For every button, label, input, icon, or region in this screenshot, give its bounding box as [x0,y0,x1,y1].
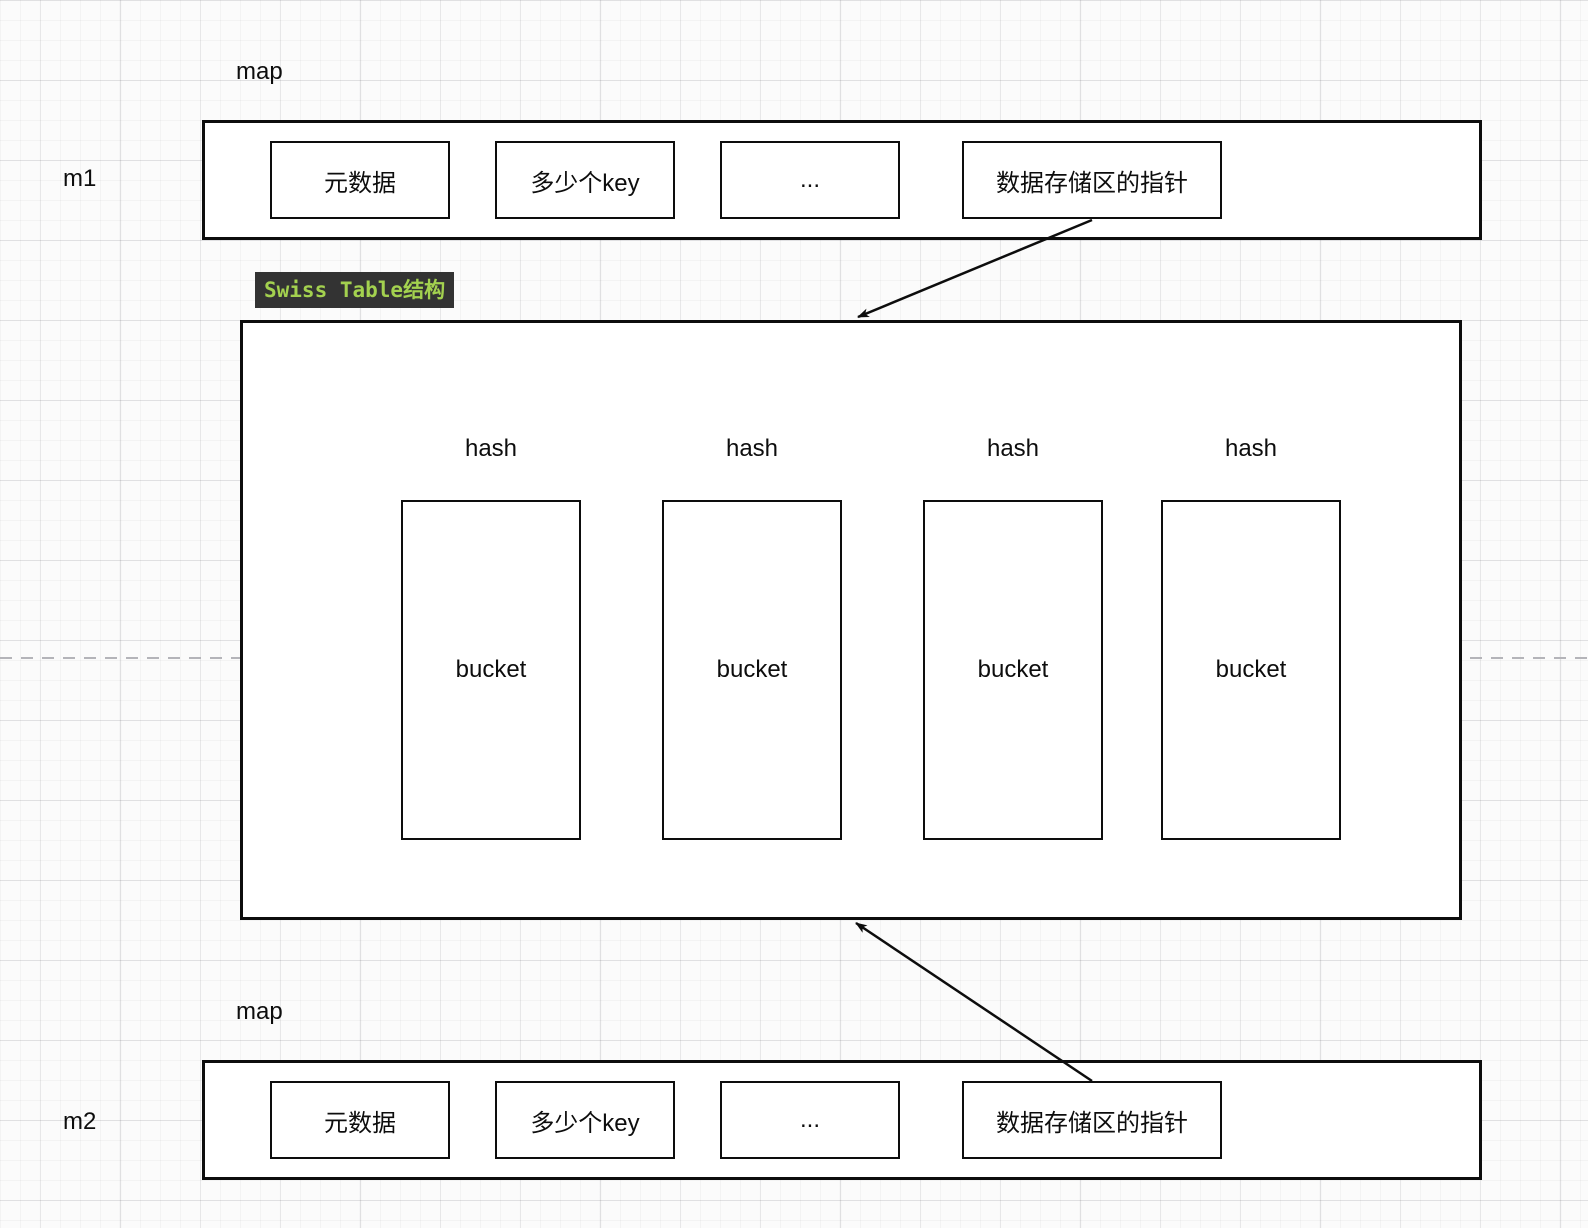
m2-map-label: map [236,998,283,1025]
m2-cell-ellipsis: ... [720,1081,900,1159]
m1-name-label: m1 [63,165,97,192]
m2-name-label: m2 [63,1108,97,1135]
m2-map-box: 元数据 多少个key ... 数据存储区的指针 [202,1060,1482,1180]
hash-label-2: hash [725,435,779,462]
swiss-table-box: hash hash hash hash bucket bucket bucket… [240,320,1462,920]
pointer-arrow-m2 [855,921,1093,1083]
m2-cell-metadata: 元数据 [270,1081,450,1159]
bucket-box-4: bucket [1161,500,1341,840]
bucket-box-3: bucket [923,500,1103,840]
m2-cell-data-pointer: 数据存储区的指针 [962,1081,1222,1159]
swiss-table-title: Swiss Table结构 [255,272,455,308]
m1-cell-metadata: 元数据 [270,141,450,219]
hash-label-3: hash [986,435,1040,462]
bucket-box-1: bucket [401,500,581,840]
hash-label-4: hash [1224,435,1278,462]
m1-map-label: map [236,58,283,85]
m1-cell-ellipsis: ... [720,141,900,219]
bucket-box-2: bucket [662,500,842,840]
m1-cell-keycount: 多少个key [495,141,675,219]
m1-cell-data-pointer: 数据存储区的指针 [962,141,1222,219]
m2-cell-keycount: 多少个key [495,1081,675,1159]
hash-label-1: hash [464,435,518,462]
m1-map-box: 元数据 多少个key ... 数据存储区的指针 [202,120,1482,240]
